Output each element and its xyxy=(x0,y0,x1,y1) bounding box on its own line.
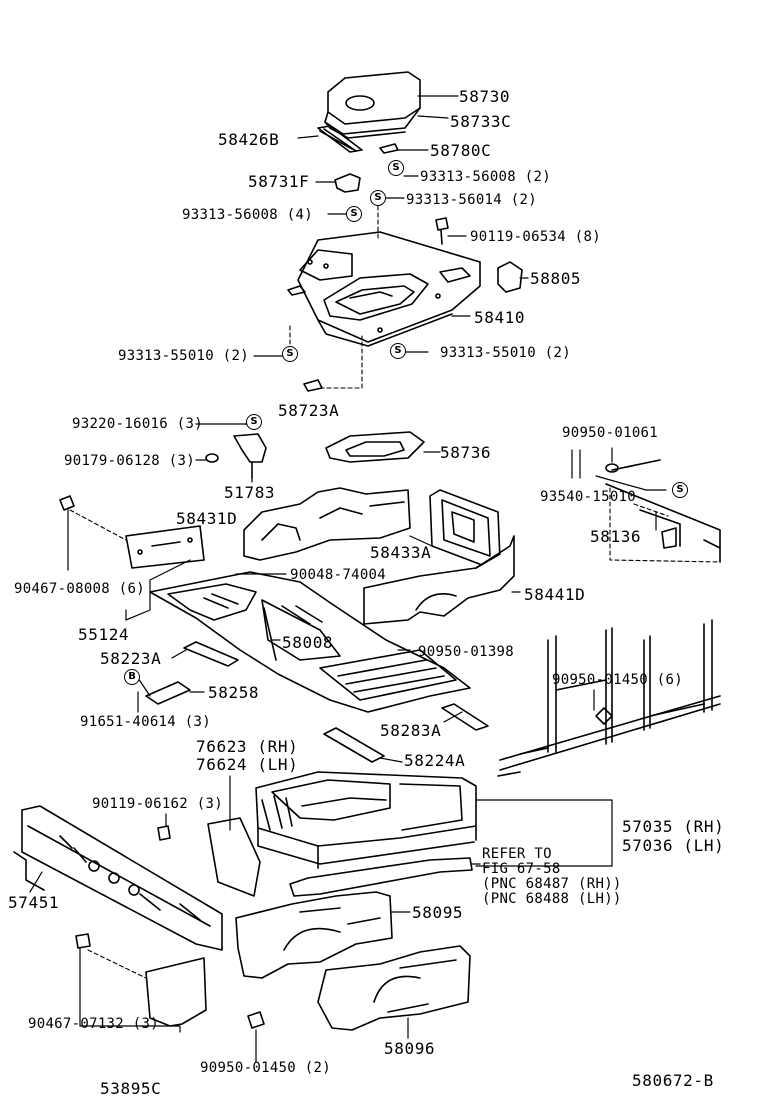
bracket-53895c-drawing xyxy=(146,958,206,1026)
label-93313-56008-4: 93313-56008 (4) xyxy=(182,207,313,223)
label-58736: 58736 xyxy=(440,443,492,462)
label-90950-01398: 90950-01398 xyxy=(418,644,515,660)
panel-58431d-drawing xyxy=(244,488,410,560)
clip-58780c-drawing xyxy=(380,144,398,153)
label-58224a: 58224A xyxy=(404,751,466,770)
label-58431d: 58431D xyxy=(176,509,238,528)
panel-58441d-drawing xyxy=(364,536,514,624)
washer-90179-drawing xyxy=(206,454,218,462)
label-93313-56008-2: 93313-56008 (2) xyxy=(420,169,551,185)
dashed-leader-55124 xyxy=(70,510,126,540)
refer-line-4: (PNC 68488 (LH)) xyxy=(482,891,622,907)
panel-58433a-drawing xyxy=(430,490,500,568)
label-58223a: 58223A xyxy=(100,649,162,668)
s-marker: S xyxy=(370,190,386,206)
label-76624-lh: 76624 (LH) xyxy=(196,755,299,774)
dashed-leader-53895c xyxy=(88,950,146,978)
label-76623-rh: 76623 (RH) xyxy=(196,737,299,756)
bracket-58731f-drawing xyxy=(335,174,360,192)
refer-line-1: REFER TO xyxy=(482,846,552,862)
label-55124: 55124 xyxy=(78,625,130,644)
label-58733c: 58733C xyxy=(450,112,512,131)
bolt-90119-06162-drawing xyxy=(158,826,170,840)
strip-58426b-drawing xyxy=(318,126,362,152)
wheelhouse-58096-drawing xyxy=(318,946,470,1030)
label-93220-16016-3: 93220-16016 (3) xyxy=(72,416,203,432)
b-marker: B xyxy=(124,669,140,685)
refer-line-3: (PNC 68487 (RH)) xyxy=(482,876,622,892)
pad-58736-drawing xyxy=(326,432,424,462)
label-58731f: 58731F xyxy=(248,172,310,191)
floor-58008-drawing xyxy=(150,572,470,712)
label-90467-07132-3: 90467-07132 (3) xyxy=(28,1016,159,1032)
label-58805: 58805 xyxy=(530,269,582,288)
label-90950-01450-2: 90950-01450 (2) xyxy=(200,1060,331,1076)
label-58095: 58095 xyxy=(412,903,464,922)
s-marker: S xyxy=(390,343,406,359)
wheelhouse-58095-drawing xyxy=(236,892,392,978)
label-53895c: 53895C xyxy=(100,1079,162,1098)
label-90119-06534-8: 90119-06534 (8) xyxy=(470,229,601,245)
s-marker: S xyxy=(672,482,688,498)
label-90950-01061: 90950-01061 xyxy=(562,425,659,441)
label-58441d: 58441D xyxy=(524,585,586,604)
diagram-id: 580672-B xyxy=(632,1071,714,1090)
dashed-leaders-58136 xyxy=(610,488,720,562)
pad-76623-drawing xyxy=(208,818,260,896)
label-58008: 58008 xyxy=(282,633,334,652)
label-57451: 57451 xyxy=(8,893,60,912)
s-marker: S xyxy=(246,414,262,430)
label-58258: 58258 xyxy=(208,683,260,702)
nut-90950-01450-2-drawing xyxy=(248,1012,264,1028)
label-90119-06162-3: 90119-06162 (3) xyxy=(92,796,223,812)
clip-58723a-drawing xyxy=(304,380,322,391)
s-marker: S xyxy=(346,206,362,222)
label-58136: 58136 xyxy=(590,527,642,546)
label-90950-01450-6: 90950-01450 (6) xyxy=(552,672,683,688)
bracket-58258-drawing xyxy=(146,682,190,704)
label-58723a: 58723A xyxy=(278,401,340,420)
grommet-90950-01061-drawing xyxy=(606,464,618,472)
tub-57035-drawing xyxy=(256,772,476,868)
label-90467-08008-6: 90467-08008 (6) xyxy=(14,581,145,597)
s-marker: S xyxy=(282,346,298,362)
label-57036-lh: 57036 (LH) xyxy=(622,836,725,855)
floor-pan-58410-drawing xyxy=(288,232,480,346)
bolt-90119-06534-drawing xyxy=(436,218,448,244)
bracket-55124-drawing xyxy=(126,526,204,568)
label-93313-55010-2-left: 93313-55010 (2) xyxy=(118,348,249,364)
crossmember-58136-drawing xyxy=(606,460,720,562)
label-58283a: 58283A xyxy=(380,721,442,740)
leader-lines xyxy=(30,96,666,1062)
label-93313-56014-2: 93313-56014 (2) xyxy=(406,192,537,208)
label-51783: 51783 xyxy=(224,483,276,502)
bracket-58805-drawing xyxy=(498,262,522,292)
bolt-90467-07132-drawing xyxy=(76,934,90,948)
label-93313-55010-2-right: 93313-55010 (2) xyxy=(440,345,571,361)
bolt-90467-08008-drawing xyxy=(60,496,74,510)
s-marker: S xyxy=(388,160,404,176)
label-58096: 58096 xyxy=(384,1039,436,1058)
strip-58223a-drawing xyxy=(184,642,238,666)
label-57035-rh: 57035 (RH) xyxy=(622,817,725,836)
label-58410: 58410 xyxy=(474,308,526,327)
dashed-leaders-upper xyxy=(290,206,378,388)
crossmember-57451-drawing xyxy=(14,806,222,950)
label-90048-74004: 90048-74004 xyxy=(290,567,387,583)
label-93540-15010: 93540-15010 xyxy=(540,489,637,505)
refer-line-2: FIG 67-58 xyxy=(482,861,561,877)
label-58730: 58730 xyxy=(459,87,511,106)
strip-58224a-drawing xyxy=(324,728,384,762)
body-side-frame-drawing xyxy=(498,620,720,776)
label-91651-40614-3: 91651-40614 (3) xyxy=(80,714,211,730)
cover-58730-drawing xyxy=(325,72,420,138)
label-58780c: 58780C xyxy=(430,141,492,160)
label-58426b: 58426B xyxy=(218,130,280,149)
label-90179-06128-3: 90179-06128 (3) xyxy=(64,453,195,469)
label-58433a: 58433A xyxy=(370,543,432,562)
strip-58283a-drawing xyxy=(442,704,488,730)
bar-refer-drawing xyxy=(290,858,472,896)
